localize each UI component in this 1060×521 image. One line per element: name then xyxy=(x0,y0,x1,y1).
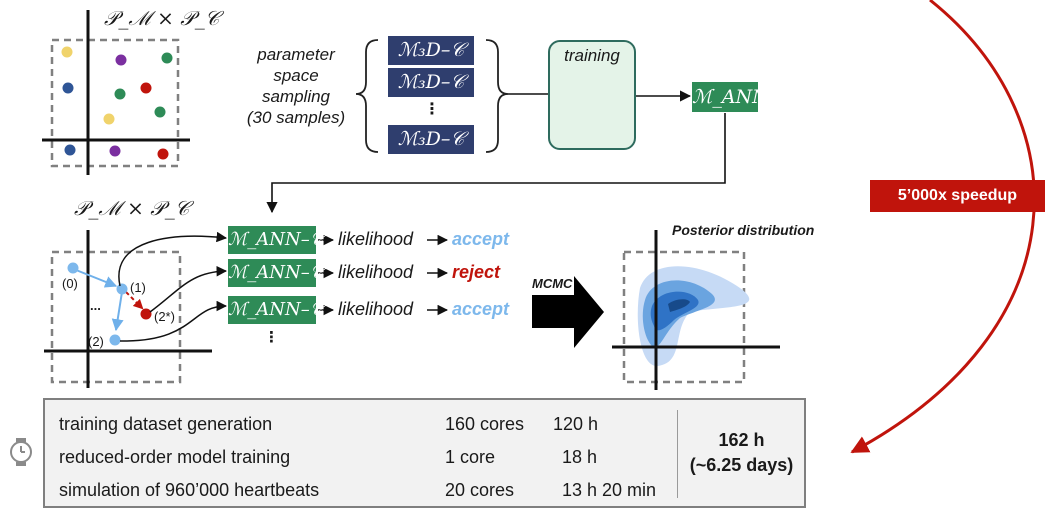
model-3d-box: ℳ₃D–𝒞 xyxy=(388,36,474,65)
point-label-2: (2) xyxy=(88,334,104,349)
likelihood-label: likelihood xyxy=(338,229,414,249)
cost-task: simulation of 960’000 heartbeats xyxy=(59,480,320,500)
right-brace xyxy=(485,39,509,153)
rows-ellipsis: ⋮ xyxy=(264,329,279,346)
cost-time: 120 h xyxy=(553,414,599,434)
point-label-1: (1) xyxy=(130,280,146,295)
sampling-line: parameter xyxy=(257,45,335,64)
point-label-0: (0) xyxy=(62,276,78,291)
ann-model-box: ℳ_ANN–𝒞 xyxy=(228,259,323,287)
cost-resource: 1 core xyxy=(445,447,496,467)
sampling-line: space xyxy=(273,66,319,85)
mcmc-big-arrow xyxy=(532,276,604,348)
row-arrows xyxy=(318,234,449,316)
model-3d-box: ℳ₃D–𝒞 xyxy=(388,125,474,154)
point-label-2-star: (2*) xyxy=(154,309,175,324)
accept-label: accept xyxy=(452,229,510,249)
ann-model-box: ℳ_ANN–𝒞 xyxy=(228,226,323,254)
cost-task: reduced-order model training xyxy=(59,447,291,467)
sampling-line: sampling xyxy=(261,87,331,106)
mcmc-arrow-label: MCMC xyxy=(532,276,573,291)
model-3d-ellipsis: ⋮ xyxy=(424,101,440,118)
posterior-plot xyxy=(612,230,780,390)
cost-time: 13 h 20 min xyxy=(562,480,657,500)
speedup-curve-arrow xyxy=(850,0,1036,454)
sampling-label: parameter space sampling (30 samples) xyxy=(236,44,356,128)
point-ellipsis: ... xyxy=(90,298,101,313)
cost-time: 18 h xyxy=(562,447,598,467)
cost-panel: training dataset generation reduced-orde… xyxy=(43,398,806,508)
ann-output-box: ℳ_ANN xyxy=(692,82,769,112)
sampling-line: (30 samples) xyxy=(246,108,346,127)
posterior-title: Posterior distribution xyxy=(672,222,815,238)
cost-total-days: (~6.25 days) xyxy=(689,455,794,475)
likelihood-label: likelihood xyxy=(338,262,414,282)
accept-label: accept xyxy=(452,299,510,319)
mcmc-plot-label: 𝒫_ℳ × 𝒫_𝒞 xyxy=(74,196,190,220)
cost-divider xyxy=(677,410,678,498)
ann-to-mcmc-arrow xyxy=(266,113,726,214)
training-box: training xyxy=(548,40,636,150)
model-3d-box: ℳ₃D–𝒞 xyxy=(388,68,474,97)
mcmc-parameter-plot xyxy=(44,230,228,388)
ann-model-box: ℳ_ANN–𝒞 xyxy=(228,296,323,324)
cost-task: training dataset generation xyxy=(59,414,273,434)
training-label: training xyxy=(564,46,620,65)
top-parameter-plot xyxy=(42,10,190,175)
cost-total: 162 h xyxy=(718,430,765,450)
reject-label: reject xyxy=(452,262,501,282)
clock-icon xyxy=(10,438,32,466)
top-plot-label: 𝒫_ℳ × 𝒫_𝒞 xyxy=(104,6,220,30)
cost-resource: 160 cores xyxy=(445,414,525,434)
likelihood-label: likelihood xyxy=(338,299,414,319)
speedup-badge: 5’000x speedup xyxy=(870,180,1045,212)
cost-resource: 20 cores xyxy=(445,480,515,500)
left-brace xyxy=(355,39,379,153)
